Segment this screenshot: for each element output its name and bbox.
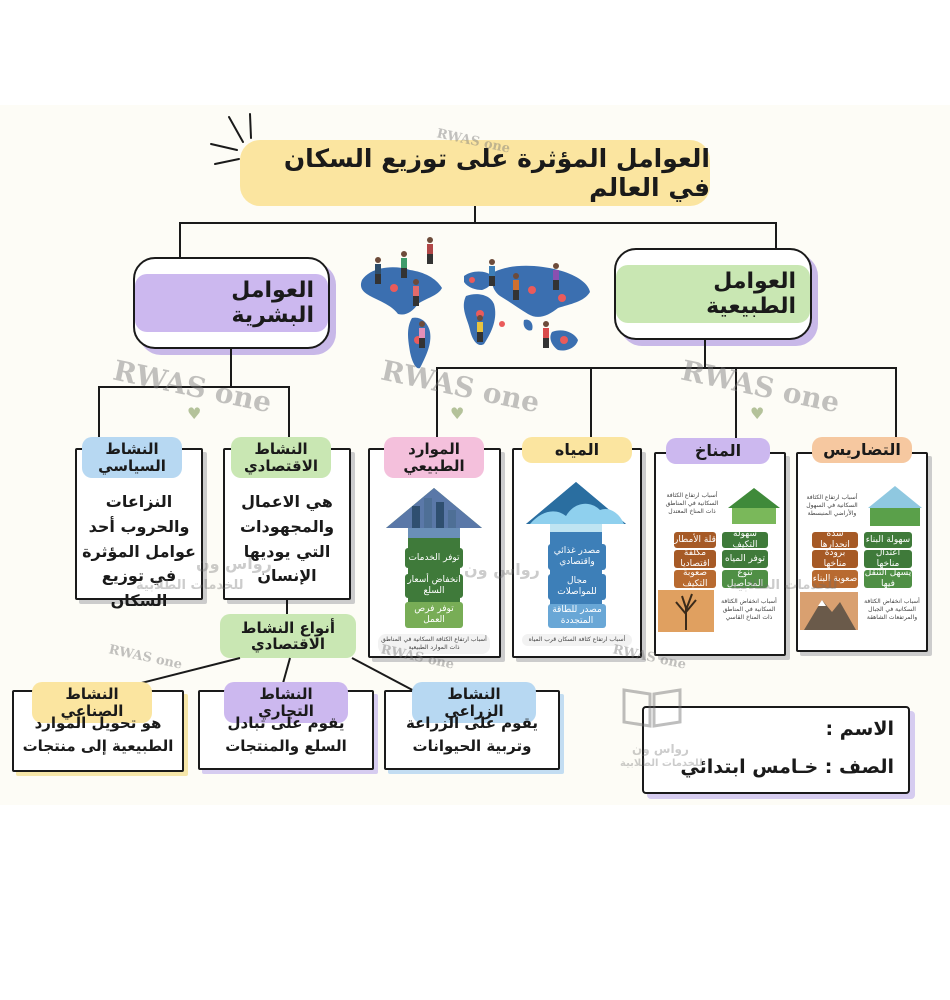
connector bbox=[704, 340, 706, 368]
connector bbox=[436, 367, 897, 369]
terrain-right-chip-3: يسهل التنقل فيها bbox=[864, 568, 912, 589]
resources-chip-3: توفر فرص العمل bbox=[405, 602, 463, 628]
human-factors-box: العوامل البشرية bbox=[133, 257, 330, 349]
climate-left-chip-1: قلة الأمطار bbox=[674, 532, 716, 548]
climate-right-chip-2: توفر المياه bbox=[722, 550, 768, 568]
watermark-arabic: للخدمات الطلابية bbox=[136, 578, 244, 593]
watermark-arabic: رواس ون bbox=[464, 560, 540, 579]
climate-bottom-note: أسباب انخفاض الكثافة السكانية في المناطق… bbox=[721, 598, 777, 621]
commercial-activity-text: يقوم على تبادل السلع والمنتجات bbox=[225, 714, 347, 756]
watermark-arabic: للخدمات الطلابية bbox=[620, 758, 703, 769]
human-factors-title: العوامل البشرية bbox=[135, 274, 328, 332]
watermark-arabic: للخدمات الطلابية bbox=[730, 578, 838, 593]
natural-resources-tag: الموارد الطبيعي bbox=[384, 437, 484, 478]
climate-left-chip-2: مكلفة اقتصاديا bbox=[674, 548, 716, 569]
watermark-arabic: رواس ون bbox=[632, 742, 689, 756]
terrain-left-chip-3: صعوبة البناء bbox=[812, 570, 858, 588]
heart-icon: ♥ bbox=[187, 404, 202, 423]
student-grade-label: الصف : خـامس ابتدائي bbox=[680, 756, 894, 778]
water-note: أسباب ارتفاع كثافة السكان قرب المياه bbox=[522, 634, 632, 646]
desert-tree-icon bbox=[658, 590, 714, 632]
climate-tag: المناخ bbox=[666, 438, 770, 464]
book-watermark-icon bbox=[622, 688, 682, 728]
commercial-activity-tag: النشاط التجاري bbox=[224, 682, 348, 723]
terrain-tag: التضاريس bbox=[812, 437, 912, 463]
economic-activity-tag: النشاط الاقتصادي bbox=[231, 437, 331, 478]
connector bbox=[179, 222, 777, 224]
mountain-icon bbox=[800, 592, 858, 630]
water-chip-1: مصدر غذائي واقتصادي bbox=[548, 544, 606, 570]
agricultural-activity-tag: النشاط الزراعي bbox=[412, 682, 536, 723]
terrain-top-note: أسباب ارتفاع الكثافة السكانية في السهول … bbox=[806, 494, 858, 517]
climate-top-note: أسباب ارتفاع الكثافة السكانية في المناطق… bbox=[665, 492, 719, 515]
connector bbox=[179, 222, 181, 258]
terrain-bottom-note: أسباب انخفاض الكثافة السكانية في الجبال … bbox=[864, 598, 920, 621]
student-info-box: الاسم : الصف : خـامس ابتدائي bbox=[642, 706, 910, 794]
terrain-right-chip-2: اعتدال مناخها bbox=[864, 548, 912, 569]
page-title: العوامل المؤثرة على توزيع السكان في العا… bbox=[240, 140, 710, 206]
water-tag: المياه bbox=[522, 437, 632, 463]
water-chip-3: مصدر للطاقة المتجددة bbox=[548, 604, 606, 628]
climate-right-chip-1: سهولة التكيف bbox=[722, 529, 768, 550]
connector bbox=[98, 386, 290, 388]
industrial-activity-tag: النشاط الصناعي bbox=[32, 682, 152, 723]
connector bbox=[436, 367, 438, 445]
resources-chip-1: توفر الخدمات bbox=[405, 548, 463, 568]
connector bbox=[590, 367, 592, 437]
natural-factors-title: العوامل الطبيعية bbox=[616, 265, 810, 323]
watermark-arabic: رواس ون bbox=[196, 554, 272, 573]
connector bbox=[775, 222, 777, 248]
heart-icon: ♥ bbox=[450, 404, 465, 423]
connector bbox=[288, 386, 290, 444]
water-chip-2: مجال للمواصلات bbox=[548, 574, 606, 600]
connector bbox=[230, 349, 232, 387]
student-name-label: الاسم : bbox=[825, 718, 894, 740]
terrain-right-chip-1: سهولة البناء bbox=[864, 532, 912, 548]
world-map-people-illustration bbox=[360, 237, 590, 369]
heart-icon: ♥ bbox=[750, 404, 765, 423]
climate-left-chip-3: صعوبة التكيف bbox=[674, 568, 716, 589]
connector bbox=[286, 600, 288, 616]
political-activity-tag: النشاط السياسي bbox=[82, 437, 182, 478]
plains-icon bbox=[868, 486, 922, 526]
connector bbox=[895, 367, 897, 437]
agricultural-activity-text: يقوم على الزراعة وتربية الحيوانات bbox=[405, 714, 539, 756]
terrain-left-chip-2: برودة مناخها bbox=[812, 548, 858, 569]
connector bbox=[98, 386, 100, 444]
economic-types-title: أنواع النشاط الاقتصادي bbox=[220, 614, 356, 658]
natural-factors-box: العوامل الطبيعية bbox=[614, 248, 812, 340]
economic-activity-text: هي الاعمال والمجهودات التي يوديها الإنسا… bbox=[239, 492, 335, 586]
resources-note: أسباب ارتفاع الكثافة السكانية في المناطق… bbox=[378, 634, 490, 654]
connector bbox=[735, 367, 737, 439]
terrain-left-chip-1: شدة انحدارها bbox=[812, 529, 858, 550]
resources-chip-2: انخفاض أسعار السلع bbox=[405, 574, 463, 598]
climate-right-chip-3: تنوع المحاصيل bbox=[722, 568, 768, 589]
industrial-activity-text: هو تحويل الموارد الطبيعية إلى منتجات bbox=[22, 714, 174, 756]
connector bbox=[474, 206, 476, 224]
political-activity-text: النزاعات والحروب أحد عوامل المؤثرة في تو… bbox=[82, 492, 196, 611]
sparkle-rays-icon bbox=[210, 113, 252, 165]
green-landscape-icon bbox=[728, 488, 780, 524]
